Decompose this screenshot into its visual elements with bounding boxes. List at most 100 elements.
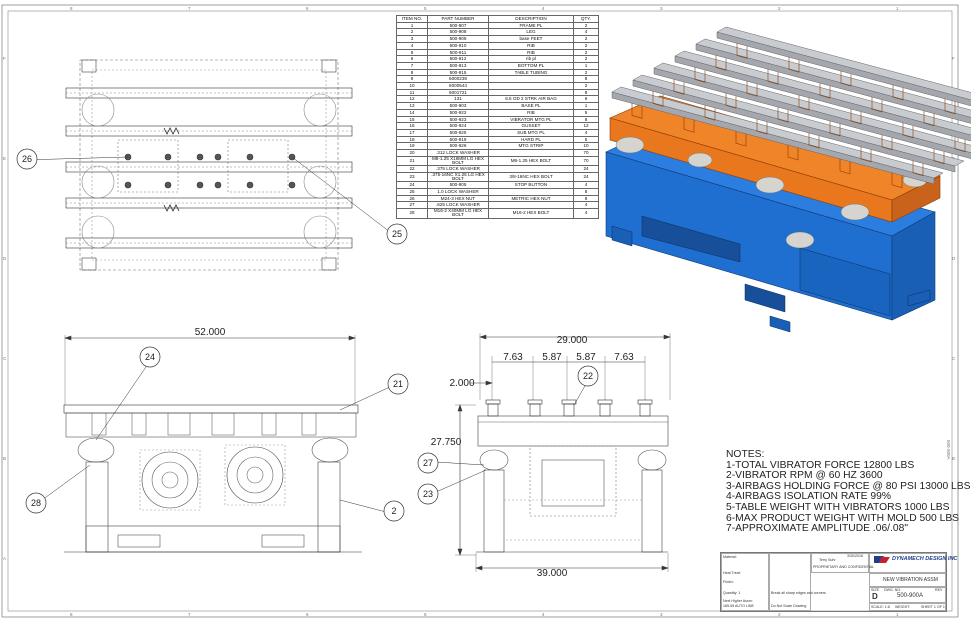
bom-cell-item: 25 — [396, 188, 428, 196]
bom-cell-desc: rib pl — [488, 55, 574, 63]
bom-cell-item: 22 — [396, 165, 428, 173]
tb-finish: Finish: — [723, 580, 734, 584]
bom-cell-qty: 70 — [573, 155, 599, 167]
tb-rev-label: REV — [935, 588, 943, 592]
bom-cell-part: 6001721 — [427, 88, 489, 97]
bom-cell-qty: 2 — [573, 82, 599, 90]
bom-cell-part: M8-1.25 X16MM LG HEX BOLT — [427, 155, 489, 167]
tb-company: DYNAMECH DESIGN INC — [892, 556, 958, 562]
grid-column-label: 5 — [424, 612, 427, 617]
bom-cell-desc — [488, 88, 574, 97]
side-tag: 500-900A — [946, 440, 951, 460]
bom-cell-item: 27 — [396, 201, 428, 210]
grid-column-label: 3 — [660, 6, 663, 11]
bom-cell-item: 21 — [396, 155, 428, 167]
grid-column-label: 4 — [542, 6, 545, 11]
bom-cell-desc: RIB — [488, 108, 574, 117]
grid-column-label: 6 — [306, 612, 309, 617]
dim-spacing-c: 5.87 — [576, 352, 596, 363]
balloon-24: 24 — [145, 352, 155, 362]
grid-row-label: F — [3, 56, 6, 61]
grid-column-label: 3 — [660, 612, 663, 617]
balloon-27: 27 — [423, 458, 433, 468]
bom-cell-qty: 10 — [573, 142, 599, 151]
grid-column-label: 6 — [306, 6, 309, 11]
tb-drawn-by: Terry Suhr — [819, 558, 836, 562]
bom-cell-part: .375-16NC X1.25 LG HEX BOLT — [427, 171, 489, 183]
bom-cell-desc — [488, 149, 574, 157]
bom-cell-desc: HARD PL — [488, 135, 574, 144]
bom-cell-part: 500-925 — [427, 128, 489, 137]
side-view — [435, 333, 671, 572]
bom-cell-desc: base FEET — [488, 35, 574, 43]
grid-row-label: E — [3, 156, 6, 161]
bom-cell-qty: 2 — [573, 35, 599, 43]
bom-cell-qty: 1 — [573, 61, 599, 70]
top-view-rails — [65, 87, 353, 249]
grid-column-label: 1 — [896, 612, 899, 617]
note-line: 1-TOTAL VIBRATOR FORCE 12800 LBS — [726, 459, 915, 471]
top-view-airbags — [81, 93, 337, 249]
iso-rail — [695, 38, 971, 127]
bom-cell-desc: RIB — [488, 48, 574, 57]
bom-cell-part: M16-2 X40MM LG HEX BOLT — [427, 208, 489, 219]
bom-header-item: ITEM NO. — [396, 15, 428, 23]
bom-cell-qty: 8 — [573, 188, 599, 196]
bom-cell-desc: VIBRATOR MTG PL — [488, 115, 574, 124]
bom-cell-item: 24 — [396, 181, 428, 189]
balloon-25: 25 — [392, 229, 402, 239]
bom-cell-desc: METRIC HEX NUT — [488, 194, 574, 203]
dim-side-overall: 29.000 — [557, 335, 588, 346]
bom-cell-qty: 4 — [573, 181, 599, 189]
bom-cell-part: 131 — [427, 95, 489, 104]
bom-cell-part: 500-909 — [427, 35, 489, 43]
bom-cell-desc — [488, 75, 574, 84]
bom-cell-item: 6 — [396, 55, 428, 63]
note-line: 2-VIBRATOR RPM @ 60 HZ 3600 — [726, 470, 883, 482]
bom-cell-item: 12 — [396, 95, 428, 104]
bom-cell-desc: BASE PL — [488, 102, 574, 110]
bom-cell-qty: 12 — [573, 122, 599, 130]
bom-cell-part: 6000544 — [427, 82, 489, 90]
bom-cell-item: 26 — [396, 194, 428, 203]
bom-cell-qty: 2 — [573, 55, 599, 63]
title-block: Material: Heat Treat: Finish: Quantity: … — [720, 552, 957, 612]
tb-quantity: Quantity: 1 — [723, 591, 741, 595]
dim-height: 27.750 — [431, 437, 462, 448]
grid-row-label: D — [3, 256, 7, 261]
bom-cell-item: 28 — [396, 208, 428, 219]
dim-spacing-a: 7.63 — [503, 352, 523, 363]
bom-cell-qty: 5 — [573, 108, 599, 117]
bom-cell-desc: FRAME PL — [488, 21, 574, 30]
note-line: 6-MAX PRODUCT WEIGHT WITH MOLD 500 LBS — [726, 512, 960, 524]
grid-row-label: F — [952, 56, 955, 61]
iso-rail — [674, 50, 971, 153]
tb-material: Material: — [723, 555, 737, 559]
bom-cell-item: 3 — [396, 35, 428, 43]
tb-weight: WEIGHT: — [895, 605, 910, 609]
bom-cell-part: 500-922 — [427, 108, 489, 117]
bom-cell-item: 7 — [396, 61, 428, 70]
tb-scale: SCALE: 1:8 — [871, 605, 890, 609]
bom-cell-qty: 8 — [573, 194, 599, 203]
bom-cell-item: 10 — [396, 82, 428, 90]
balloon-21: 21 — [393, 379, 403, 389]
note-line: 4-AIRBAGS ISOLATION RATE 99% — [726, 491, 891, 503]
grid-row-label: B — [952, 456, 955, 461]
bom-cell-desc: RIB — [488, 41, 574, 50]
side-view-rail-heads — [485, 399, 653, 417]
bom-cell-part: M24-3 HEX NUT — [427, 194, 489, 203]
bom-cell-part: 1.0 LOCK WASHER — [427, 188, 489, 196]
notes-block: NOTES: 1-TOTAL VIBRATOR FORCE 12800 LBS … — [726, 449, 971, 535]
bom-cell-qty: 8 — [573, 88, 599, 97]
bom-cell-part: 500-926 — [427, 142, 489, 151]
